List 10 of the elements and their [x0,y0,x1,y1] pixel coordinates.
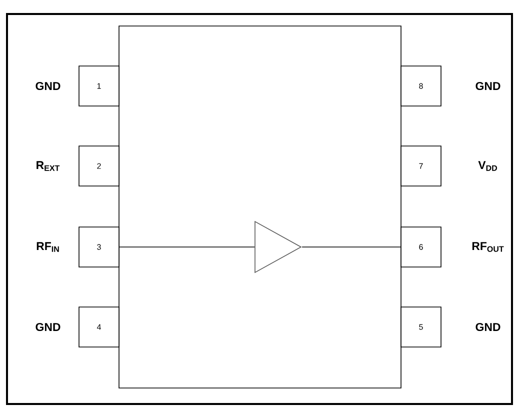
pin-label: GND [36,82,60,90]
pin-label: GND [476,322,500,332]
signal-line [302,246,401,248]
pin-label: R$_{EXT}$ [36,161,60,171]
pin-label: V$_{DD}$ [478,161,498,171]
pin-label: GND [36,322,60,332]
pin-label: RF$_{IN}$ [36,242,59,252]
pin-label: GND [476,82,500,90]
signal-line [119,246,255,248]
pin-label: RF$_{OUT}$ [472,242,504,252]
